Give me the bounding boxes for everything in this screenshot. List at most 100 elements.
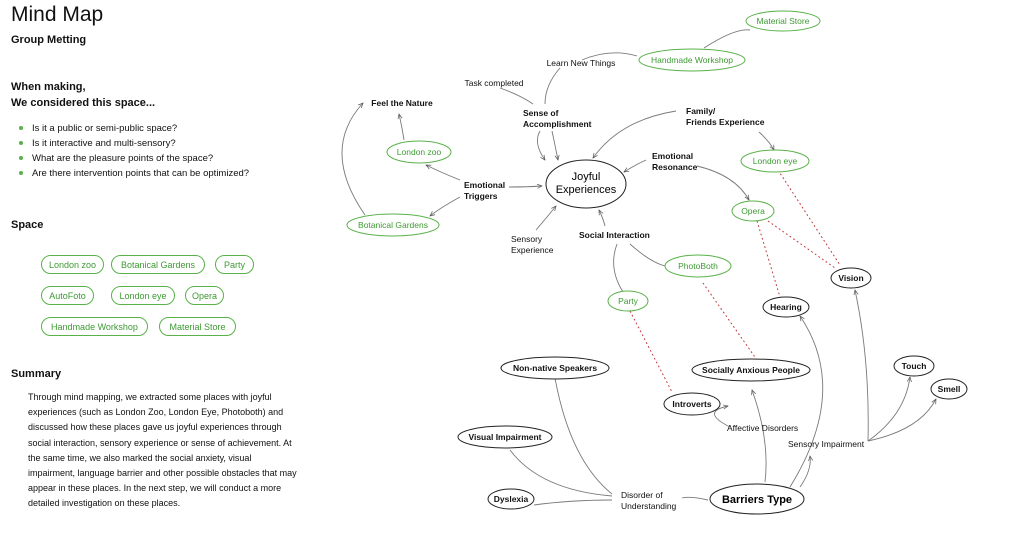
- edge-disorder-visual: [509, 449, 613, 497]
- edge-barriers-disorder: [681, 496, 709, 501]
- dotted-opera-hearing: [756, 220, 781, 298]
- label-sensory-impairment: Sensory Impairment: [788, 439, 865, 449]
- center-line2: Experiences: [556, 184, 617, 196]
- label-family-line2: Friends Experience: [686, 117, 765, 127]
- node-london-eye: London eye: [753, 156, 798, 166]
- barriers-type-label: Barriers Type: [722, 494, 792, 506]
- edge-accomplishment-joyful-2: [536, 130, 545, 160]
- question-item: What are the pleasure points of the spac…: [19, 151, 249, 166]
- page-title: Mind Map: [11, 3, 104, 26]
- question-item: Is it interactive and multi-sensory?: [19, 136, 249, 151]
- label-resonance-line1: Emotional: [652, 151, 693, 161]
- edge-accomplishment-joyful: [551, 130, 558, 160]
- node-photobooth: PhotoBoth: [678, 261, 718, 271]
- label-sensory-line1: Sensory: [511, 234, 543, 244]
- dotted-londoneye-vision: [777, 169, 841, 266]
- edge-sensory-vision: [855, 290, 869, 442]
- node-dyslexia: Dyslexia: [494, 494, 529, 504]
- edge-sensory-touch: [867, 377, 910, 442]
- node-botanical-gardens: Botanical Gardens: [358, 220, 428, 230]
- edge-disorder-nonnative: [554, 377, 613, 495]
- node-opera: Opera: [741, 206, 765, 216]
- edge-workshop-materialstore: [703, 29, 751, 49]
- edge-triggers-joyful: [508, 186, 542, 187]
- node-introverts: Introverts: [672, 399, 711, 409]
- space-tag-botanical-gardens: Botanical Gardens: [111, 255, 205, 274]
- label-sense-line1: Sense of: [523, 108, 559, 118]
- node-material-store: Material Store: [757, 16, 810, 26]
- space-tag-opera: Opera: [185, 286, 224, 305]
- label-affective-disorders: Affective Disorders: [727, 423, 798, 433]
- edge-learn-accomplishment: [544, 67, 561, 105]
- edge-londonzoo-nature: [399, 114, 405, 141]
- space-tag-london-eye: London eye: [111, 286, 175, 305]
- summary-heading: Summary: [11, 368, 62, 380]
- node-london-zoo: London zoo: [397, 147, 442, 157]
- label-sensory-line2: Experience: [511, 245, 554, 255]
- concept-labels: Learn New Things Task completed Sense of…: [371, 58, 864, 511]
- edge-triggers-botanical: [430, 196, 461, 216]
- edge-sensory-smell: [867, 399, 937, 442]
- joyful-experiences-node: Joyful Experiences: [545, 159, 627, 209]
- edge-social-joyful: [598, 210, 606, 227]
- edge-sensory-joyful: [535, 206, 556, 231]
- place-nodes: Material Store Handmade Workshop London …: [346, 10, 821, 312]
- questions-heading-line2: We considered this space...: [11, 97, 156, 109]
- page-subtitle: Group Metting: [11, 34, 87, 46]
- edge-resonance-joyful: [624, 159, 647, 172]
- edge-family-joyful: [593, 110, 677, 158]
- label-disorder-line1: Disorder of: [621, 490, 663, 500]
- space-tag-london-zoo: London zoo: [41, 255, 104, 274]
- dotted-photobooth-anxious: [702, 282, 758, 361]
- edge-social-party: [613, 243, 624, 293]
- dotted-opera-vision: [767, 220, 836, 269]
- edge-botanical-nature: [341, 103, 366, 216]
- edge-affective-introverts: [714, 406, 731, 428]
- edge-barriers-sensory: [799, 456, 810, 488]
- question-item: Are there intervention points that can b…: [19, 166, 249, 181]
- barriers-type-node: Barriers Type: [709, 483, 805, 515]
- center-line1: Joyful: [572, 171, 601, 183]
- label-social-interaction: Social Interaction: [579, 230, 650, 240]
- barrier-nodes: Vision Hearing Touch Smell Socially Anxi…: [457, 267, 968, 510]
- edge-family-londoneye: [758, 131, 775, 150]
- label-family-line1: Family/: [686, 106, 716, 116]
- space-tag-handmade-workshop: Handmade Workshop: [41, 317, 148, 336]
- label-sense-line2: Accomplishment: [523, 119, 592, 129]
- label-disorder-line2: Understanding: [621, 501, 677, 511]
- label-learn-new-things: Learn New Things: [547, 58, 616, 68]
- edge-disorder-dyslexia: [533, 499, 613, 506]
- node-party: Party: [618, 296, 639, 306]
- summary-text: Through mind mapping, we extracted some …: [28, 392, 297, 509]
- edge-task-accomplishment: [499, 87, 534, 105]
- node-vision: Vision: [838, 273, 863, 283]
- edge-social-photobooth: [629, 243, 666, 267]
- node-socially-anxious: Socially Anxious People: [702, 365, 800, 375]
- node-touch: Touch: [902, 361, 927, 371]
- space-tag-party: Party: [215, 255, 254, 274]
- edge-barriers-affective: [752, 390, 767, 483]
- connector-lines: [341, 29, 937, 506]
- space-tag-material-store: Material Store: [159, 317, 236, 336]
- questions-heading-line1: When making,: [11, 81, 86, 93]
- edge-barriers-hearing: [789, 316, 824, 488]
- questions-list: Is it a public or semi-public space? Is …: [19, 121, 249, 181]
- space-heading: Space: [11, 219, 44, 231]
- node-handmade-workshop: Handmade Workshop: [651, 55, 733, 65]
- dotted-links: [629, 169, 841, 393]
- questions-heading: When making, We considered this space...: [11, 79, 155, 111]
- node-hearing: Hearing: [770, 302, 802, 312]
- label-task-completed: Task completed: [464, 78, 523, 88]
- dotted-party-introverts: [629, 310, 673, 393]
- node-smell: Smell: [938, 384, 961, 394]
- edge-workshop-learn: [581, 52, 638, 61]
- node-visual-impairment: Visual Impairment: [468, 432, 541, 442]
- label-triggers-line2: Triggers: [464, 191, 498, 201]
- edge-resonance-opera: [696, 165, 749, 200]
- space-tag-autofoto: AutoFoto: [41, 286, 94, 305]
- question-item: Is it a public or semi-public space?: [19, 121, 249, 136]
- edge-triggers-londonzoo: [426, 164, 461, 181]
- node-non-native: Non-native Speakers: [513, 363, 597, 373]
- label-resonance-line2: Resonance: [652, 162, 698, 172]
